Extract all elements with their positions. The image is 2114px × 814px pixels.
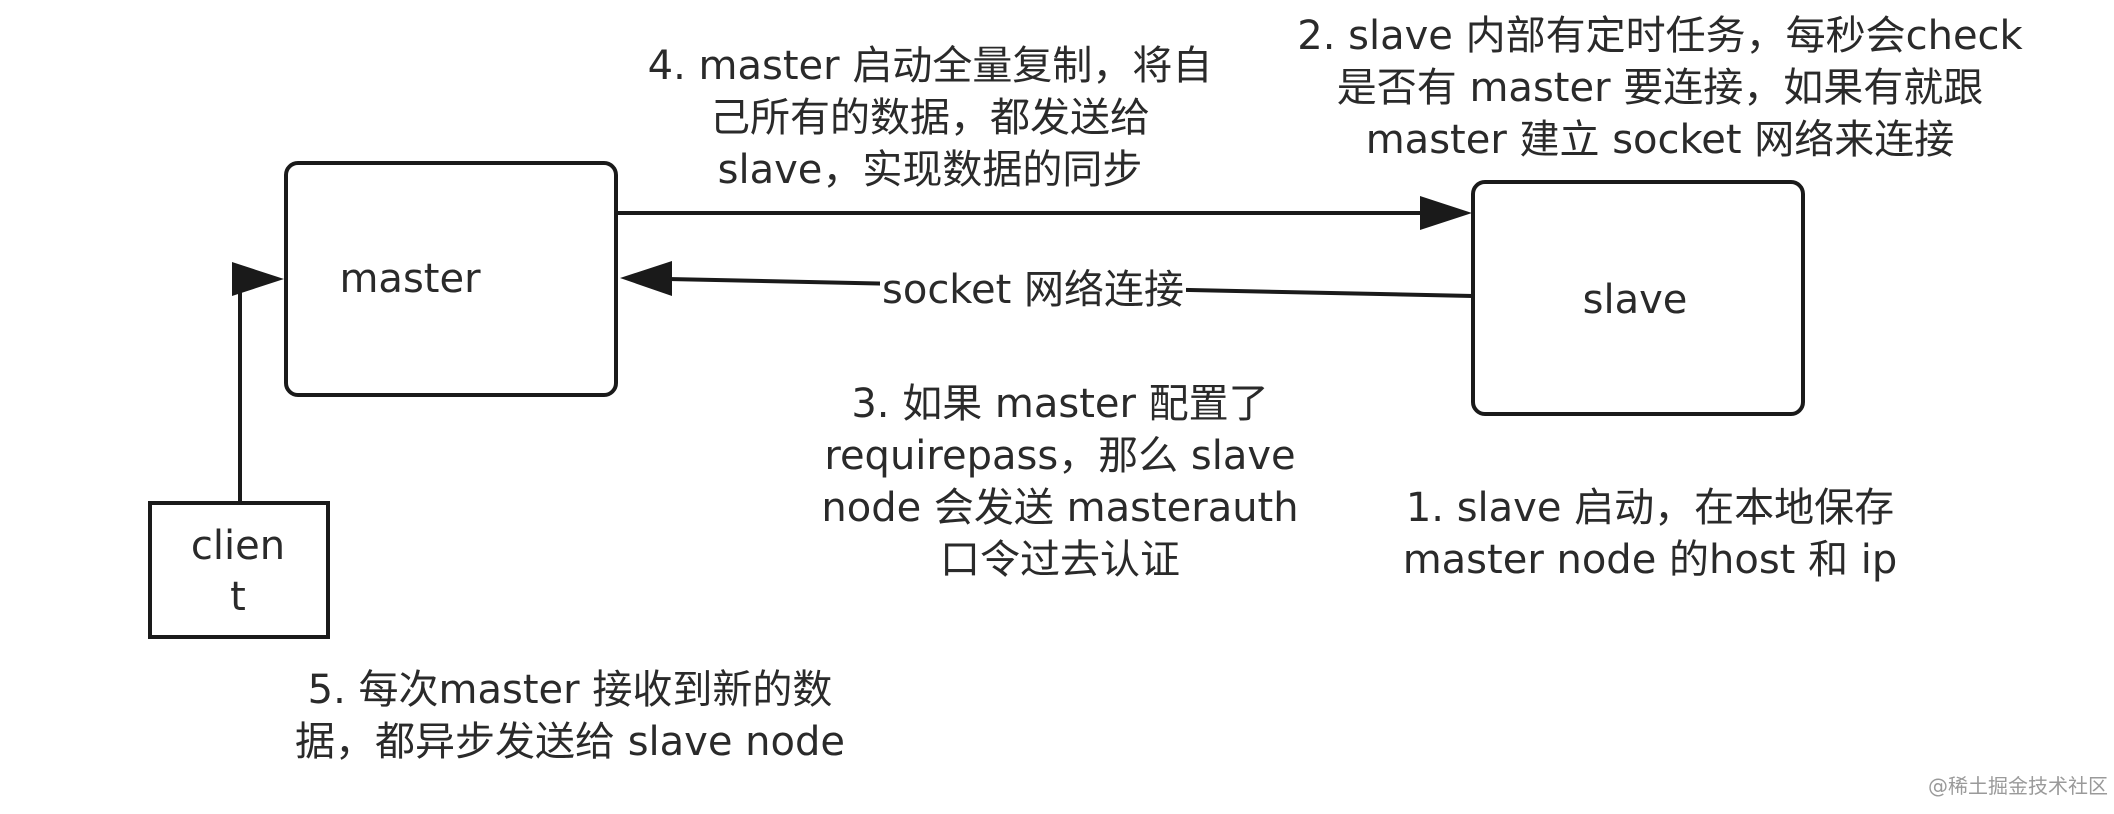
- client-to-master-arrowhead: [232, 262, 284, 296]
- step-3-note: 3. 如果 master 配置了 requirepass，那么 slave no…: [821, 381, 1299, 583]
- step-4-note: 4. master 启动全量复制，将自 己所有的数据，都发送给 slave，实现…: [647, 43, 1213, 193]
- socket-connection-label: socket 网络连接: [880, 264, 1187, 316]
- client-to-master-arrow: [232, 262, 284, 503]
- client-node-label-line-2: t: [230, 574, 246, 620]
- step-1-note: 1. slave 启动，在本地保存 master node 的host 和 ip: [1402, 485, 1898, 583]
- slave-to-master-arrowhead: [620, 261, 672, 296]
- slave-node: slave: [1471, 180, 1805, 416]
- watermark: @稀土掘金技术社区: [1928, 774, 2108, 798]
- client-node: clien t: [148, 501, 330, 639]
- slave-node-label: slave: [1583, 277, 1688, 323]
- client-node-label-line-1: clien: [191, 523, 285, 569]
- master-to-slave-arrowhead: [1420, 196, 1472, 230]
- step-2-note: 2. slave 内部有定时任务，每秒会check 是否有 master 要连接…: [1297, 13, 2023, 163]
- master-to-slave-arrow: [618, 196, 1472, 230]
- master-node-label: master: [339, 256, 481, 302]
- master-node: master: [284, 161, 618, 397]
- step-5-note: 5. 每次master 接收到新的数 据，都异步发送给 slave node: [295, 667, 845, 765]
